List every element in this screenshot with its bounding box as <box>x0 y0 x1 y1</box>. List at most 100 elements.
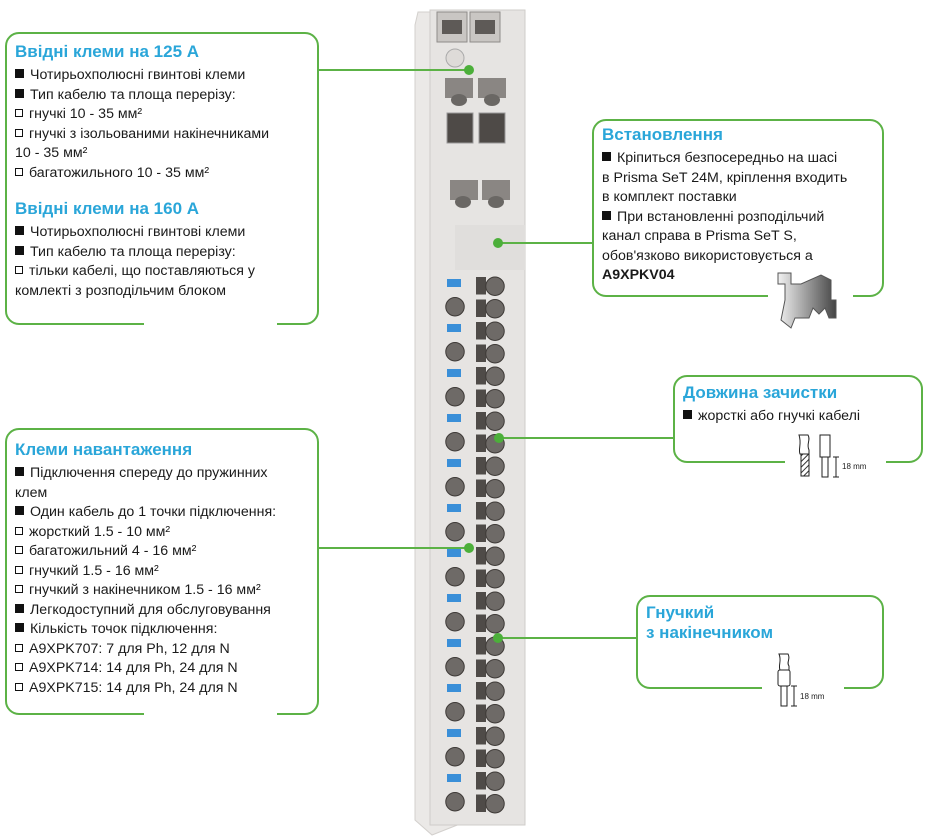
terminal-screw <box>485 569 505 589</box>
list-item: Чотирьохполюсні гвинтові клеми <box>15 66 317 86</box>
list-item-text: багатожильного 10 - 35 мм² <box>29 164 210 181</box>
terminal-screw-left <box>445 477 465 497</box>
list-item: 10 - 35 мм² <box>15 144 317 164</box>
connector-dot <box>493 633 503 643</box>
list-item: гнучкі з ізольованими накінечниками <box>15 125 317 145</box>
terminal-slot <box>476 727 486 745</box>
list-item-text: тільки кабелі, що поставляються у <box>29 263 255 279</box>
terminal-slot <box>476 772 486 790</box>
list-item-text: Кількість точок підключення: <box>30 621 218 637</box>
list-item-text: гнучкий з накінечником 1.5 - 16 мм² <box>29 582 261 598</box>
terminal-slot <box>476 434 486 452</box>
list-item: багатожильного 10 - 35 мм² <box>15 164 317 184</box>
terminal-screw-left <box>445 612 465 632</box>
terminal-screw <box>485 501 505 521</box>
list-item-text: Підключення спереду до пружинних <box>30 465 268 481</box>
terminal-slot <box>476 479 486 497</box>
filled-square-bullet-icon <box>15 623 24 632</box>
terminal-slot <box>476 794 486 812</box>
list-item-text: Легкодоступний для обслуговування <box>30 601 271 618</box>
list-item: Підключення спереду до пружинних <box>15 464 317 484</box>
connector-dot <box>464 65 474 75</box>
terminal-slot <box>476 524 486 542</box>
hollow-square-bullet-icon <box>15 128 23 137</box>
list-item-text: гнучкі з ізольованими накінечниками <box>29 125 270 142</box>
filled-square-bullet-icon <box>15 245 24 255</box>
hollow-square-bullet-icon <box>15 266 23 274</box>
terminal-blue-tab <box>447 369 461 377</box>
terminal-slot <box>476 299 486 317</box>
terminal-blue-tab <box>447 414 461 422</box>
terminal-screw <box>485 591 505 611</box>
list-item-text: в Prisma SeT 24M, кріплення входить <box>602 169 848 186</box>
terminal-slot <box>476 457 486 475</box>
list-item: клем <box>15 484 317 504</box>
list-item: Кріпиться безпосередньо на шасі <box>602 149 882 169</box>
terminal-screw <box>485 456 505 476</box>
callout-strip-length: Довжина зачистки жорсткі або гнучкі кабе… <box>673 375 923 463</box>
terminal-screw <box>485 524 505 544</box>
list-item: Один кабель до 1 точки підключення: <box>15 503 317 523</box>
hollow-square-bullet-icon <box>15 682 23 691</box>
list-item: Кількість точок підключення: <box>15 620 317 640</box>
terminal-blue-tab <box>447 504 461 512</box>
list-item: комлекті з розподільчим блоком <box>15 282 317 302</box>
filled-square-bullet-icon <box>15 603 24 613</box>
terminal-blue-tab <box>447 279 461 287</box>
filled-square-bullet-icon <box>602 152 611 161</box>
terminal-screw-left <box>445 567 465 587</box>
flexible-ferrule-title-2: з накінечником <box>646 623 774 642</box>
list-item: гнучкі 10 - 35 мм² <box>15 105 317 125</box>
list-item: гнучкий 1.5 - 16 мм² <box>15 562 317 582</box>
list-item-text: канал справа в Prisma SeT S, <box>602 228 797 244</box>
terminal-slot <box>476 502 486 520</box>
list-item: Чотирьохполюсні гвинтові клеми <box>15 223 317 243</box>
hollow-square-bullet-icon <box>15 643 23 652</box>
list-item: Тип кабелю та площа перерізу: <box>15 243 317 263</box>
terminal-blue-tab <box>447 324 461 332</box>
list-item-text: в комплект поставки <box>602 189 737 205</box>
terminal-screw <box>485 344 505 364</box>
terminal-blue-tab <box>447 729 461 737</box>
connector-strip-length <box>499 437 673 439</box>
hollow-square-bullet-icon <box>15 546 23 554</box>
filled-square-bullet-icon <box>15 69 24 78</box>
terminal-blue-tab <box>447 639 461 647</box>
flexible-ferrule-title-1: Гнучкий <box>646 603 715 622</box>
terminal-screw-left <box>445 747 465 767</box>
strip-length-title: Довжина зачистки <box>683 383 838 402</box>
filled-square-bullet-icon <box>15 506 24 515</box>
list-item-text: жорсткий 1.5 - 10 мм² <box>29 523 171 540</box>
terminal-slot <box>476 547 486 565</box>
list-item-text: 10 - 35 мм² <box>15 145 88 161</box>
hollow-square-bullet-icon <box>15 167 23 176</box>
terminal-screw <box>485 411 505 431</box>
terminal-screw <box>485 659 505 679</box>
list-item: гнучкий з накінечником 1.5 - 16 мм² <box>15 581 317 601</box>
callout-installation: Встановлення Кріпиться безпосередньо на … <box>592 119 884 297</box>
list-item: тільки кабелі, що поставляються у <box>15 262 317 282</box>
terminal-blue-tab <box>447 684 461 692</box>
terminal-screw <box>485 749 505 769</box>
connector-input-terminals <box>319 69 469 71</box>
list-item: жорсткий 1.5 - 10 мм² <box>15 523 317 543</box>
filled-square-bullet-icon <box>15 467 24 476</box>
border-gap <box>144 712 277 716</box>
terminal-screw-left <box>445 432 465 452</box>
load-terminals-title: Клеми навантаження <box>15 440 193 459</box>
hollow-square-bullet-icon <box>15 109 23 117</box>
callout-flexible-ferrule: Гнучкий з накінечником <box>636 595 884 689</box>
list-item-text: багатожильний 4 - 16 мм² <box>29 543 197 559</box>
terminal-blue-tab <box>447 549 461 557</box>
hollow-square-bullet-icon <box>15 526 23 535</box>
terminal-slot <box>476 322 486 340</box>
list-item-text: Чотирьохполюсні гвинтові клеми <box>30 67 246 83</box>
connector-dot <box>493 238 503 248</box>
terminal-screw <box>485 276 505 296</box>
terminal-screw-left <box>445 702 465 722</box>
filled-square-bullet-icon <box>683 410 692 419</box>
